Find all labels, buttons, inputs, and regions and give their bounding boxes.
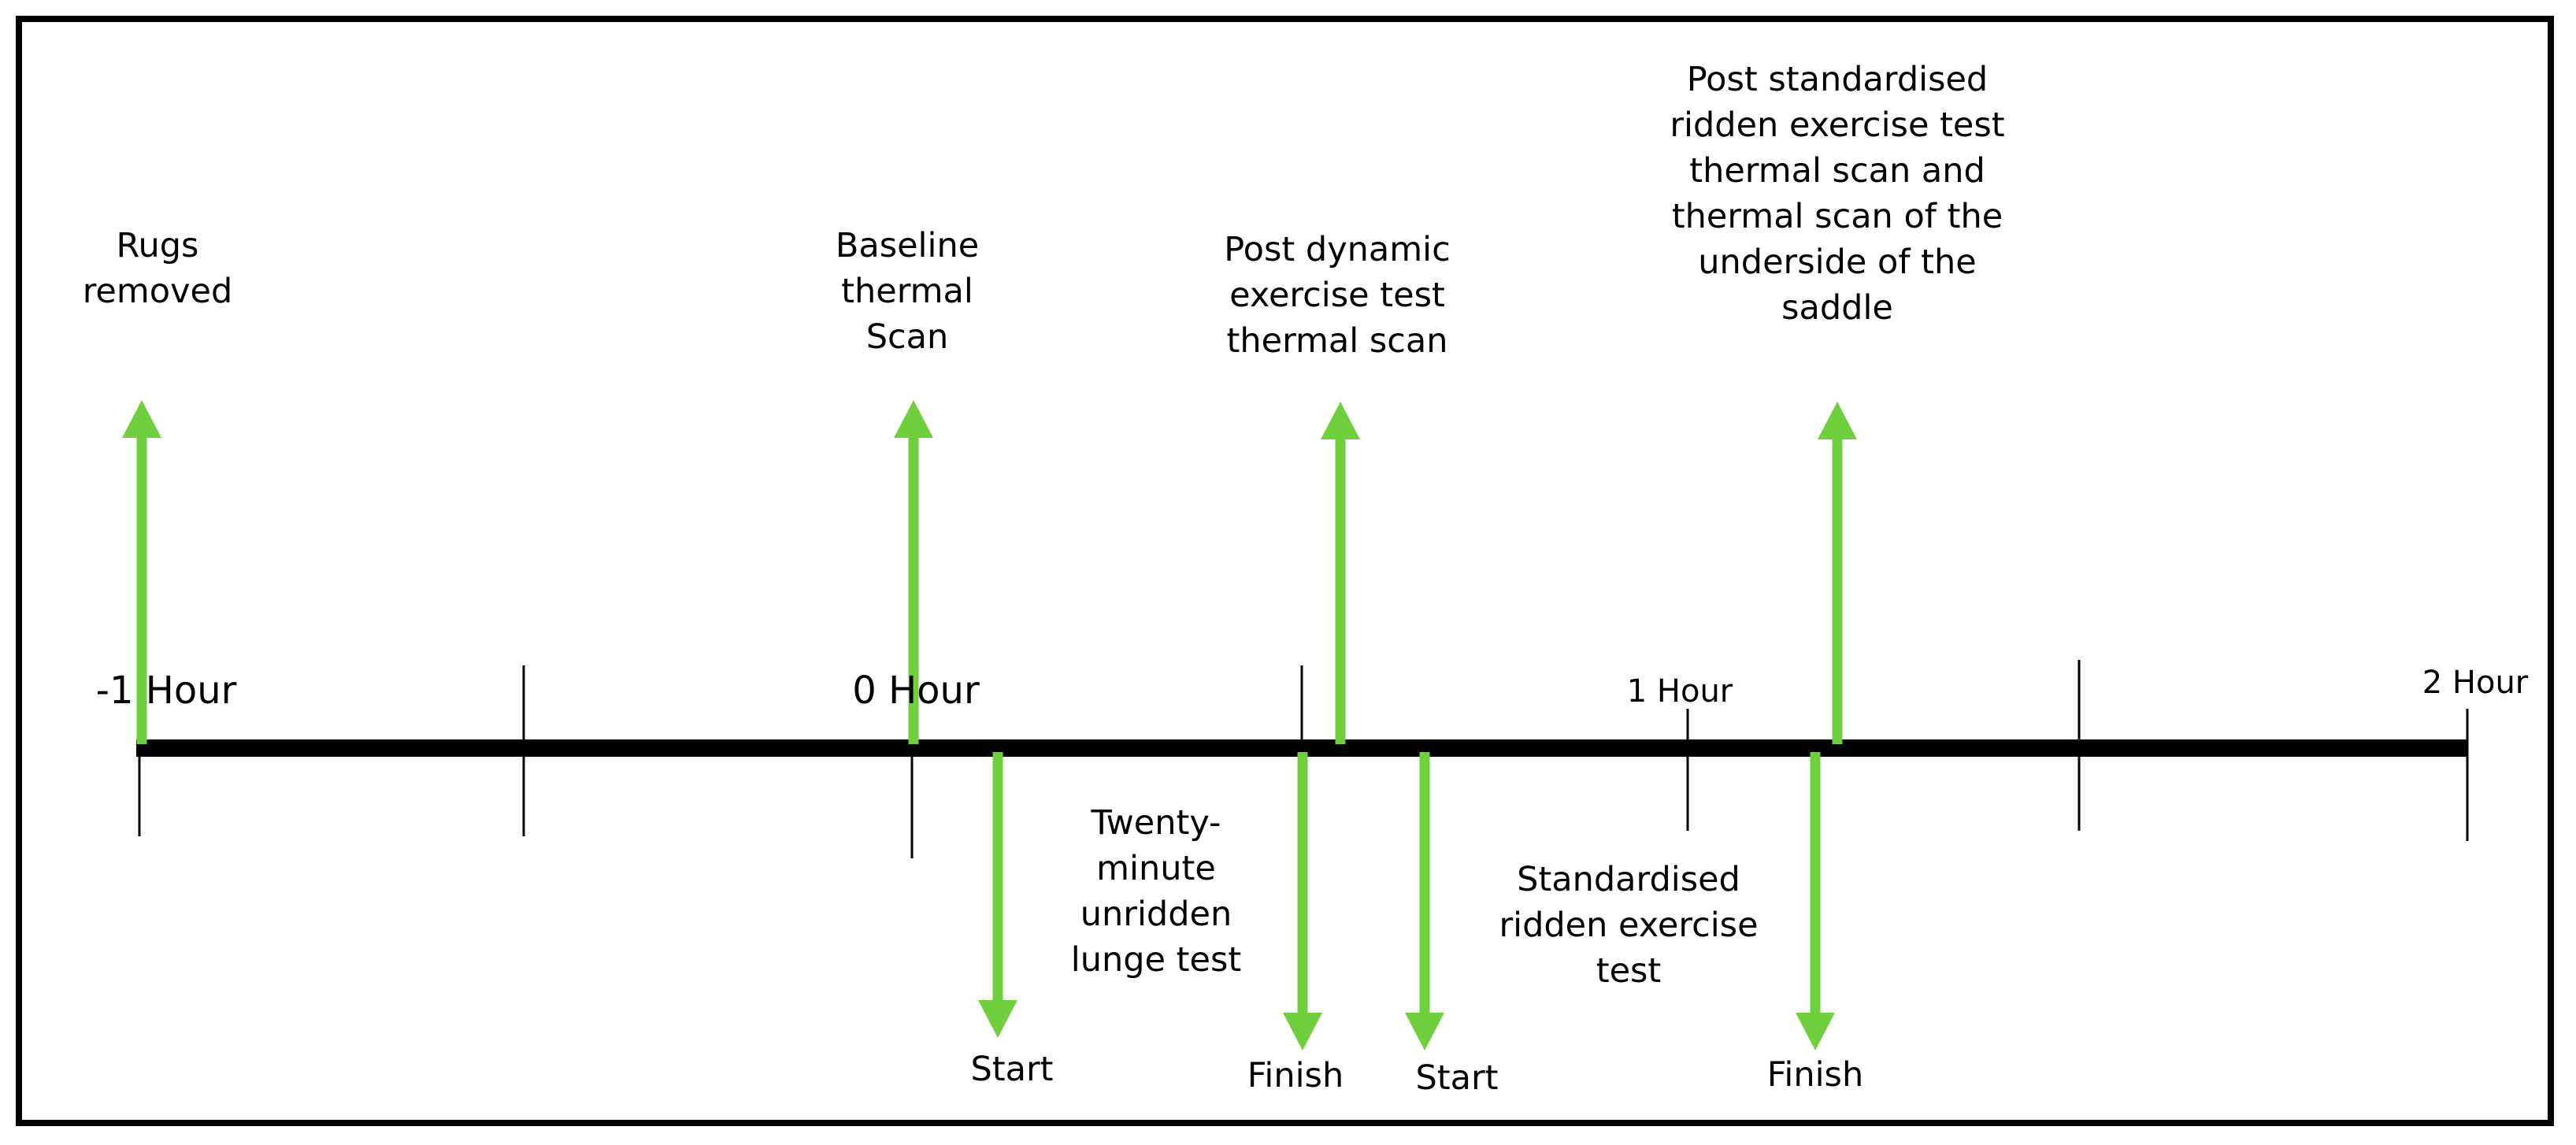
label-one-hour: 1 Hour bbox=[1626, 673, 1733, 710]
diagram-frame bbox=[16, 16, 2554, 1126]
marker-ridden-start: Start bbox=[1415, 1058, 1499, 1098]
marker-ridden-finish: Finish bbox=[1766, 1055, 1864, 1095]
arrow-rugs-removed bbox=[122, 400, 161, 744]
arrow-post-standardised-scan bbox=[1818, 402, 1857, 744]
event-rugs-removed: Rugs removed bbox=[82, 226, 233, 311]
arrow-ridden-start bbox=[1405, 752, 1444, 1051]
arrow-lunge-finish bbox=[1283, 752, 1322, 1051]
marker-lunge-finish: Finish bbox=[1247, 1056, 1344, 1095]
arrow-ridden-finish bbox=[1796, 752, 1835, 1051]
marker-lunge-start: Start bbox=[970, 1050, 1054, 1089]
event-lunge-test: Twenty- minute unridden lunge test bbox=[1070, 803, 1242, 980]
event-ridden-test: Standardised ridden exercise test bbox=[1499, 860, 1759, 991]
event-baseline-scan: Baseline thermal Scan bbox=[835, 226, 980, 357]
arrow-lunge-start bbox=[978, 752, 1017, 1038]
arrow-baseline-scan bbox=[894, 400, 933, 744]
label-minus-one-hour: -1 Hour bbox=[95, 669, 237, 713]
label-two-hour: 2 Hour bbox=[2422, 665, 2529, 701]
arrow-post-dynamic-scan bbox=[1321, 402, 1360, 744]
event-post-standardised-scan: Post standardised ridden exercise test t… bbox=[1670, 60, 2005, 328]
label-zero-hour: 0 Hour bbox=[852, 669, 980, 713]
event-post-dynamic-scan: Post dynamic exercise test thermal scan bbox=[1224, 230, 1451, 361]
